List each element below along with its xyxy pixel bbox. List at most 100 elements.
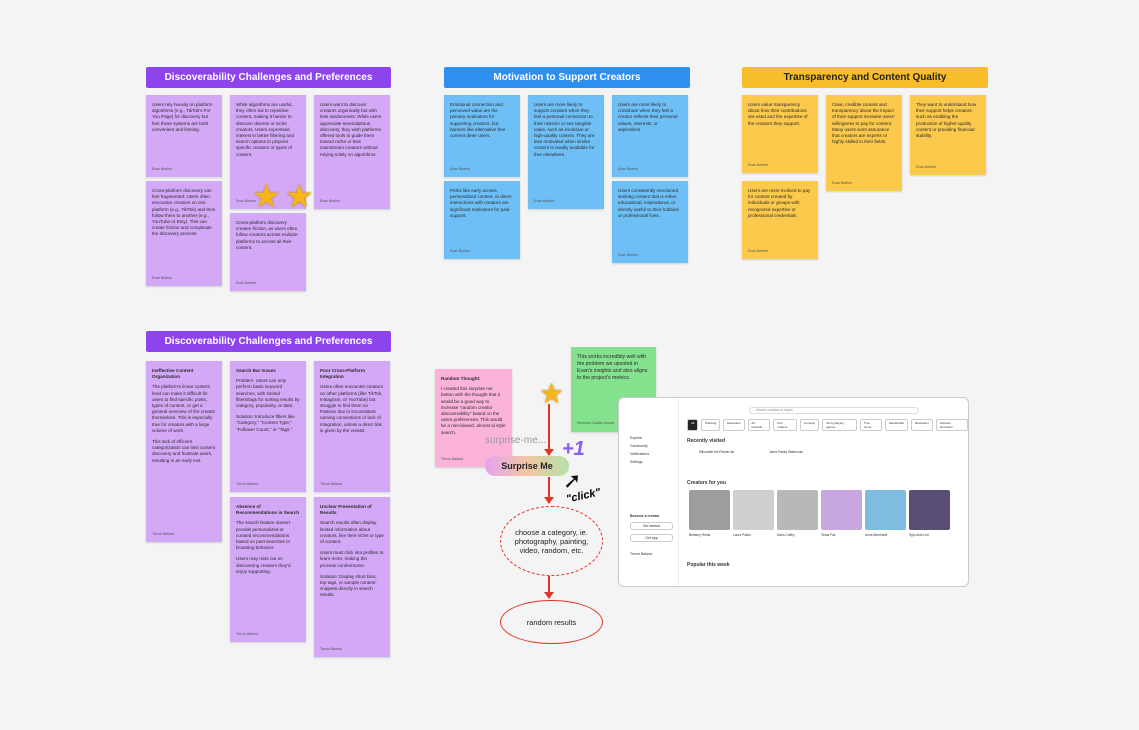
sticky-note[interactable]: Users want to discover creators organica… xyxy=(314,95,390,209)
sticky-note[interactable]: Users are more inclined to pay for conte… xyxy=(742,181,818,259)
proto-chip[interactable]: All xyxy=(687,419,699,431)
random-results-text: random results xyxy=(526,617,577,627)
proto-chip[interactable]: Story-playing games xyxy=(822,419,857,431)
sticky-note[interactable]: Users consistently mentioned seeking con… xyxy=(612,181,688,263)
sticky-title: Unclear Presentation of Results xyxy=(320,504,372,516)
sticky-text: I created this surprise me button with t… xyxy=(441,386,506,435)
proto-search-input[interactable]: Search creators or topics xyxy=(749,407,919,414)
random-results-step: random results xyxy=(500,600,603,644)
sticky-text: The platform's linear content feed can m… xyxy=(152,384,216,433)
sticky-author: Evan Boehm xyxy=(618,252,639,257)
proto-creator-thumb[interactable] xyxy=(777,490,818,530)
proto-nav-explore[interactable]: Explore xyxy=(630,436,642,440)
sticky-author: Evan Boehm xyxy=(450,248,471,253)
proto-creator-thumb[interactable] xyxy=(689,490,730,530)
sticky-note[interactable]: Unclear Presentation of Results Search r… xyxy=(314,497,390,657)
proto-creator-thumb[interactable] xyxy=(909,490,950,530)
proto-creator-name: Laura Pulles xyxy=(733,533,751,537)
sticky-note[interactable]: Users are more likely to contribute when… xyxy=(612,95,688,177)
arrow-head-icon xyxy=(544,449,554,456)
proto-creator-thumb[interactable] xyxy=(733,490,774,530)
sticky-text: Perks like early access, personalized co… xyxy=(450,188,512,218)
sticky-note[interactable]: Emotional connection and perceived value… xyxy=(444,95,520,177)
sticky-author: Evan Boehm xyxy=(236,198,257,203)
sticky-note[interactable]: Cross-platform discovery creates frictio… xyxy=(230,213,306,291)
proto-creator-name: Bethany Fields xyxy=(689,533,711,537)
sticky-text: Cross-platform discovery creates frictio… xyxy=(236,220,298,250)
sticky-author: Evan Boehm xyxy=(450,166,471,171)
sticky-author: Trevor Ballard xyxy=(236,481,258,486)
sticky-note[interactable]: Users rely heavily on platform algorithm… xyxy=(146,95,222,177)
star-vote-icon[interactable]: ★ xyxy=(252,178,281,214)
proto-get-started-button[interactable]: Get started xyxy=(630,522,673,530)
sticky-text: Clear, credible content and transparency… xyxy=(832,102,895,145)
proto-chip[interactable]: Painting xyxy=(701,419,721,431)
sticky-author: Evan Boehm xyxy=(152,166,173,171)
proto-nav-settings[interactable]: Settings xyxy=(630,460,643,464)
sticky-note[interactable]: Users are more likely to support creator… xyxy=(528,95,604,209)
proto-chip[interactable]: Education xyxy=(723,419,745,431)
sticky-text: Users rely heavily on platform algorithm… xyxy=(152,102,213,132)
ghost-text: surprise-me... xyxy=(485,435,547,446)
surprise-me-label: Surprise Me xyxy=(501,461,553,471)
sticky-text: They want to understand how their suppor… xyxy=(916,102,977,139)
star-vote-icon[interactable]: ★ xyxy=(539,378,565,409)
proto-chip[interactable]: True crime xyxy=(859,419,882,431)
sticky-note[interactable]: Absence of Recommendations in Search The… xyxy=(230,497,306,642)
prototype-screenshot[interactable]: Explore Community Notifications Settings… xyxy=(618,397,969,587)
proto-chip[interactable]: Comedy xyxy=(800,419,820,431)
proto-creator-name: Tessa Fair xyxy=(821,533,836,537)
proto-chip[interactable]: Pen makers xyxy=(773,419,798,431)
sticky-note[interactable]: Users value transparency about how their… xyxy=(742,95,818,173)
sticky-author: Trevor Ballard xyxy=(152,531,174,536)
sticky-text: Users are more inclined to pay for conte… xyxy=(748,188,811,218)
sticky-author: Veronica Castillo Acuna xyxy=(577,421,614,425)
sticky-note[interactable]: Ineffective Content Organization The pla… xyxy=(146,361,222,542)
plus-one-badge: +1 xyxy=(562,438,585,460)
proto-recent-item[interactable]: Silhouette the Painter Art xyxy=(699,450,735,454)
sticky-title: Random Thought: xyxy=(441,376,481,381)
sticky-note[interactable]: Cross-platform discovery can feel fragme… xyxy=(146,181,222,286)
sticky-author: Evan Boehm xyxy=(618,166,639,171)
proto-get-app-button[interactable]: Get app xyxy=(630,534,673,542)
surprise-me-button[interactable]: Surprise Me xyxy=(485,456,569,476)
proto-nav-community[interactable]: Community xyxy=(630,444,648,448)
sticky-author: Evan Boehm xyxy=(832,180,853,185)
proto-creator-thumb[interactable] xyxy=(821,490,862,530)
sticky-note[interactable]: Clear, credible content and transparency… xyxy=(826,95,902,191)
sticky-text: Users want to discover creators organica… xyxy=(320,102,382,157)
star-vote-icon[interactable]: ★ xyxy=(285,178,314,214)
proto-nav-notifications[interactable]: Notifications xyxy=(630,452,650,456)
proto-chip[interactable]: Abstract animation xyxy=(935,419,968,431)
flow-arrow xyxy=(548,576,550,594)
sticky-author: Evan Boehm xyxy=(748,162,769,167)
sticky-author: Trevor Ballard xyxy=(236,631,258,636)
sticky-note[interactable]: Poor Cross-Platform Integration Users of… xyxy=(314,361,390,492)
proto-chip[interactable]: Art tutorials xyxy=(747,419,771,431)
proto-creator-name: Spjo Ardor Art xyxy=(909,533,929,537)
sticky-note[interactable]: Random Thought: I created this surprise … xyxy=(435,369,512,467)
sticky-text: Search results often display limited inf… xyxy=(320,520,384,545)
proto-recent-title: Recently visited xyxy=(687,438,726,444)
proto-creator-thumb[interactable] xyxy=(865,490,906,530)
proto-recent-item[interactable]: Janet Pulsky Watercolor xyxy=(769,450,804,454)
sticky-title: Absence of Recommendations in Search xyxy=(236,504,300,516)
proto-chip[interactable]: Handicrafts xyxy=(884,419,909,431)
sticky-text: Problem: Users can only perform basic ke… xyxy=(236,378,300,409)
proto-chip[interactable]: Illustration xyxy=(911,419,933,431)
sticky-note[interactable]: While algorithms are useful, they often … xyxy=(230,95,306,209)
sticky-text: Users are more likely to contribute when… xyxy=(618,102,678,132)
proto-creators-title: Creators for you xyxy=(687,480,726,486)
sticky-note[interactable]: Perks like early access, personalized co… xyxy=(444,181,520,259)
sticky-title: Poor Cross-Platform Integration xyxy=(320,368,365,380)
sticky-author: Trevor Ballard xyxy=(441,456,463,461)
sticky-author: Evan Boehm xyxy=(748,248,769,253)
sticky-note[interactable]: Search Bar Issues Problem: Users can onl… xyxy=(230,361,306,492)
sticky-note[interactable]: They want to understand how their suppor… xyxy=(910,95,986,175)
section-header-discoverability-2: Discoverability Challenges and Preferenc… xyxy=(146,331,391,352)
proto-creator-name: Anna Bernhardt xyxy=(865,533,888,537)
flow-arrow xyxy=(548,477,550,498)
arrow-head-icon xyxy=(544,497,554,504)
sticky-text: This works incredibly well with the prob… xyxy=(577,354,648,381)
sticky-text: Solution: Introduce filters like "Catego… xyxy=(236,414,295,432)
